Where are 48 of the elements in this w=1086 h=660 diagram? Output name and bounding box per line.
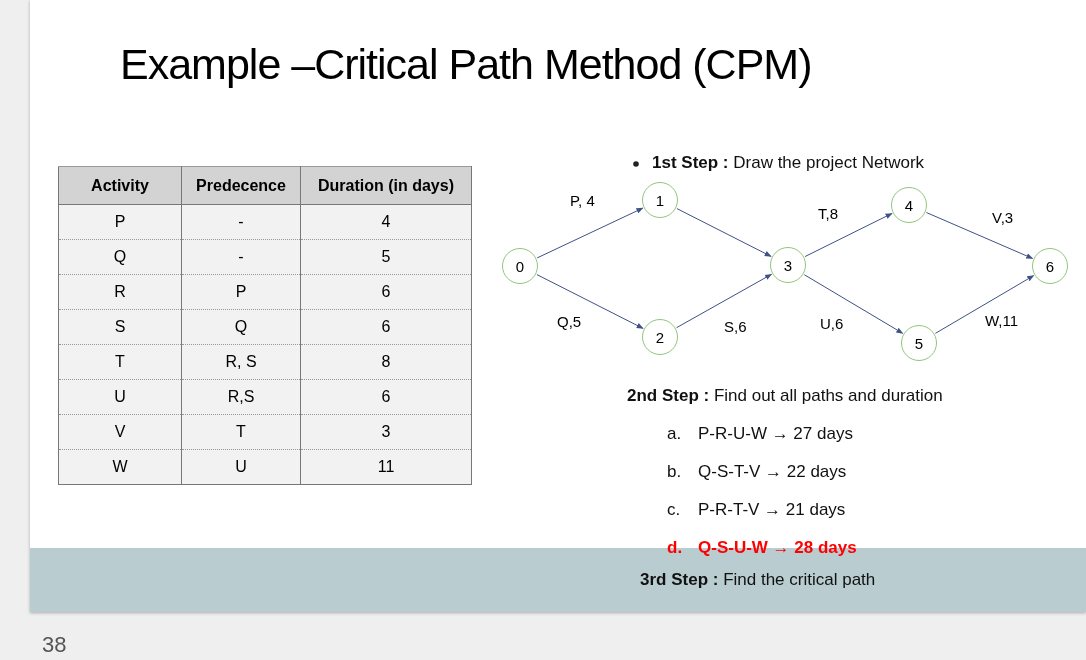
table-cell: S [58, 309, 182, 345]
step-heading: 2nd Step : Find out all paths and duration [627, 386, 943, 406]
table-cell: 6 [300, 309, 472, 345]
table-cell: 3 [300, 414, 472, 450]
list-marker: b. [667, 462, 682, 482]
table-cell: - [181, 239, 301, 275]
path-duration: P-R-U-W → 27 days [698, 424, 853, 444]
table-cell: W [58, 449, 182, 485]
list-marker: a. [667, 424, 682, 444]
arrow [925, 212, 1034, 259]
step-heading: 1st Step : Draw the project Network [652, 153, 925, 173]
table-cell: T [58, 344, 182, 380]
table-cell: Q [58, 239, 182, 275]
slide-title: Example –Critical Path Method (CPM) [120, 40, 812, 89]
table-cell: R,S [181, 379, 301, 415]
path-duration: P-R-T-V → 21 days [698, 500, 846, 520]
path-duration: Q-S-T-V → 22 days [698, 462, 847, 482]
table-cell: U [58, 379, 182, 415]
table-cell: U [181, 449, 301, 485]
table-cell: Q [181, 309, 301, 345]
arrow [536, 207, 644, 259]
arrow [676, 273, 773, 329]
table-cell: T [181, 414, 301, 450]
table-cell: 6 [300, 379, 472, 415]
table-cell: P [58, 204, 182, 240]
table-cell: V [58, 414, 182, 450]
arrow [804, 212, 893, 258]
table-cell: - [181, 204, 301, 240]
arrow [676, 208, 772, 257]
table-cell: 8 [300, 344, 472, 380]
column-header: Duration (in days) [300, 166, 472, 205]
list-marker: d. [667, 538, 683, 558]
column-header: Predecence [181, 166, 301, 205]
table-cell: P [181, 274, 301, 310]
path-duration: Q-S-U-W → 28 days [698, 538, 857, 558]
table-cell: R, S [181, 344, 301, 380]
step-heading: 3rd Step : Find the critical path [640, 570, 876, 590]
arrow [536, 274, 644, 329]
table-cell: 5 [300, 239, 472, 275]
arrow [803, 274, 904, 334]
table-cell: 4 [300, 204, 472, 240]
table-cell: R [58, 274, 182, 310]
column-header: Activity [58, 166, 182, 205]
page-number: 38 [42, 632, 67, 658]
list-marker: c. [667, 500, 681, 520]
table-cell: 6 [300, 274, 472, 310]
table-cell: 11 [300, 449, 472, 485]
arrow [934, 275, 1035, 334]
